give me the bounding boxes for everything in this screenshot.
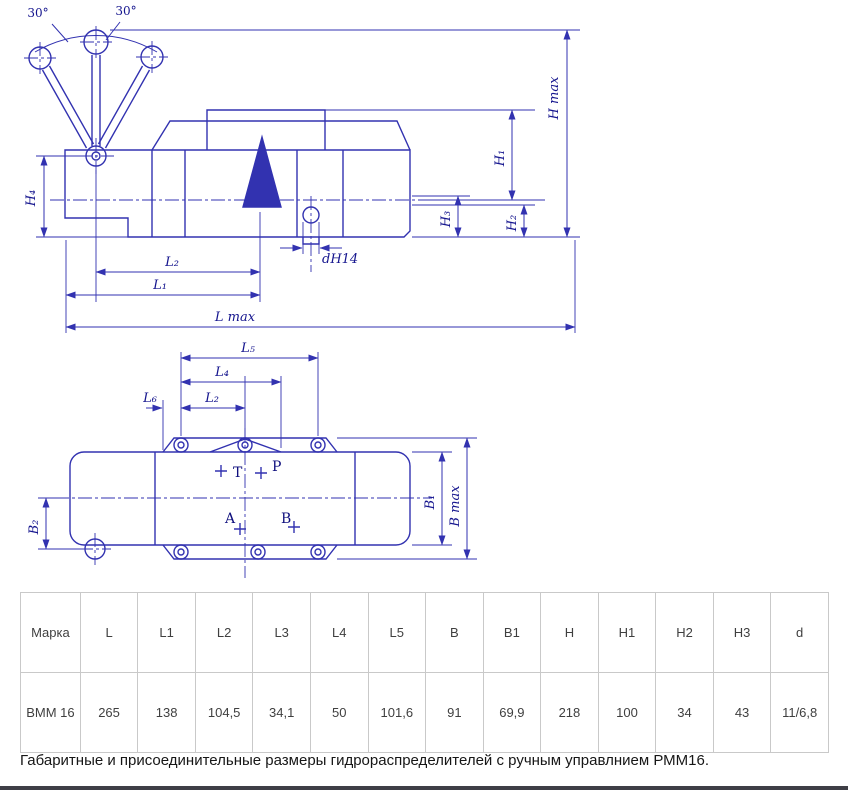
header-cell-l4: L4 — [309, 592, 369, 673]
cell-b: 91 — [425, 672, 484, 753]
bottom-divider — [0, 786, 848, 790]
cell-l2: 104,5 — [194, 672, 254, 753]
dim-label-h1: H₁ — [493, 150, 508, 168]
cell-h1: 100 — [597, 672, 657, 753]
bolt-hole-inner — [177, 441, 185, 449]
cell-marka: ВММ 16 — [20, 672, 81, 753]
bolt-hole-inner — [314, 548, 322, 556]
top-cap — [151, 120, 411, 151]
dim-label-b-max: B max — [448, 485, 463, 528]
plan-extension-lines — [38, 352, 477, 560]
angle-leaders — [51, 21, 121, 43]
detent-cone — [242, 134, 282, 208]
bolt-hole — [310, 437, 326, 453]
cell-l: 265 — [79, 672, 139, 753]
cell-l5: 101,6 — [367, 672, 427, 753]
header-cell-l: L — [79, 592, 139, 673]
header-cell-h1: H1 — [597, 592, 657, 673]
plan-view: L₅ L₄ L₆ L₂ B₁ B max B₂ T P A B — [27, 341, 477, 578]
angle-label-right: 30° — [115, 4, 136, 18]
plan-body — [69, 451, 411, 546]
cell-h3: 43 — [712, 672, 772, 753]
dim-label-h2: H₂ — [505, 215, 520, 233]
bolt-hole — [310, 544, 326, 560]
header-cell-h2: H2 — [655, 592, 714, 673]
dim-label-l1: L₁ — [152, 278, 167, 293]
port-cross-a — [234, 523, 246, 535]
body-section-lines — [151, 150, 344, 237]
bolt-hole — [173, 437, 189, 453]
dim-label-h-max: H max — [547, 76, 562, 121]
side-centerlines — [24, 26, 432, 272]
plan-top-boss — [162, 437, 338, 453]
cell-l3: 34,1 — [252, 672, 311, 753]
dim-label-b1: B₁ — [423, 495, 438, 511]
header-cell-l1: L1 — [137, 592, 196, 673]
bolt-hole-inner — [177, 548, 185, 556]
cell-l4: 50 — [309, 672, 369, 753]
dim-label-l4: L₄ — [214, 365, 229, 380]
angle-label-left: 30° — [27, 6, 48, 20]
cell-h: 218 — [540, 672, 599, 753]
lever-left — [41, 65, 95, 149]
lever-center — [91, 55, 101, 146]
side-extension-lines — [36, 29, 580, 333]
dim-label-dh14: dH14 — [322, 252, 358, 267]
cell-b1: 69,9 — [482, 672, 542, 753]
header-cell-l2: L2 — [194, 592, 254, 673]
plan-dimension-lines — [42, 354, 471, 560]
header-cell-l3: L3 — [252, 592, 311, 673]
dim-label-l6: L₆ — [142, 391, 157, 406]
table-header-row: Марка L L1 L2 L3 L4 L5 B B1 H H1 H2 H3 d — [20, 592, 829, 673]
plan-labels: L₅ L₄ L₆ L₂ B₁ B max B₂ T P A B — [27, 341, 463, 535]
header-cell-h3: H3 — [712, 592, 772, 673]
cap-section-lines — [206, 121, 326, 150]
port-cross-p — [255, 467, 267, 479]
dim-label-h3: H₃ — [439, 211, 454, 229]
technical-drawing: 30° 30° H₄ H₁ H₂ H₃ H max L₂ L₁ L max dH… — [24, 4, 580, 578]
port-label-p: P — [272, 459, 281, 475]
cell-h2: 34 — [655, 672, 714, 753]
plan-bottom-boss — [162, 544, 338, 560]
port-label-a: A — [224, 511, 236, 527]
dim-label-b2: B₂ — [27, 520, 42, 536]
figure-caption: Габаритные и присоединительные размеры г… — [20, 752, 710, 769]
cell-d: 11/6,8 — [770, 672, 829, 753]
dim-label-l2-side: L₂ — [164, 255, 179, 270]
port-label-t: T — [233, 465, 243, 481]
dimensions-table: Марка L L1 L2 L3 L4 L5 B B1 H H1 H2 H3 d… — [20, 592, 829, 753]
side-view: 30° 30° H₄ H₁ H₂ H₃ H max L₂ L₁ L max dH… — [24, 4, 580, 333]
header-cell-l5: L5 — [367, 592, 427, 673]
bolt-hole — [173, 544, 189, 560]
dimensions-table-wrap: Марка L L1 L2 L3 L4 L5 B B1 H H1 H2 H3 d… — [20, 592, 829, 753]
side-dimension-lines — [40, 29, 576, 331]
cell-l1: 138 — [137, 672, 196, 753]
top-plate — [206, 109, 326, 121]
table-row: ВММ 16 265 138 104,5 34,1 50 101,6 91 69… — [20, 672, 829, 753]
plan-section-lines — [154, 452, 356, 545]
bolt-hole — [250, 544, 266, 560]
port-label-b: B — [281, 511, 291, 527]
bolt-hole-inner — [314, 441, 322, 449]
header-cell-h: H — [540, 592, 599, 673]
dim-label-h4: H₄ — [24, 190, 39, 208]
header-cell-d: d — [770, 592, 829, 673]
plan-centerlines — [55, 428, 432, 578]
header-cell-b1: B1 — [482, 592, 542, 673]
port-cross-t — [215, 465, 227, 477]
bolt-hole-inner — [254, 548, 262, 556]
dim-label-l2-plan: L₂ — [204, 391, 219, 406]
dim-label-l-max: L max — [214, 310, 256, 325]
header-cell-b: B — [425, 592, 484, 673]
header-cell-marka: Марка — [20, 592, 81, 673]
valve-body-outline — [64, 149, 411, 238]
dim-label-l5: L₅ — [240, 341, 256, 356]
plan-cap-triangle — [209, 438, 282, 453]
port-cross-b — [288, 521, 300, 533]
lever-right — [97, 65, 151, 149]
side-labels: 30° 30° H₄ H₁ H₂ H₃ H max L₂ L₁ L max dH… — [24, 4, 562, 325]
